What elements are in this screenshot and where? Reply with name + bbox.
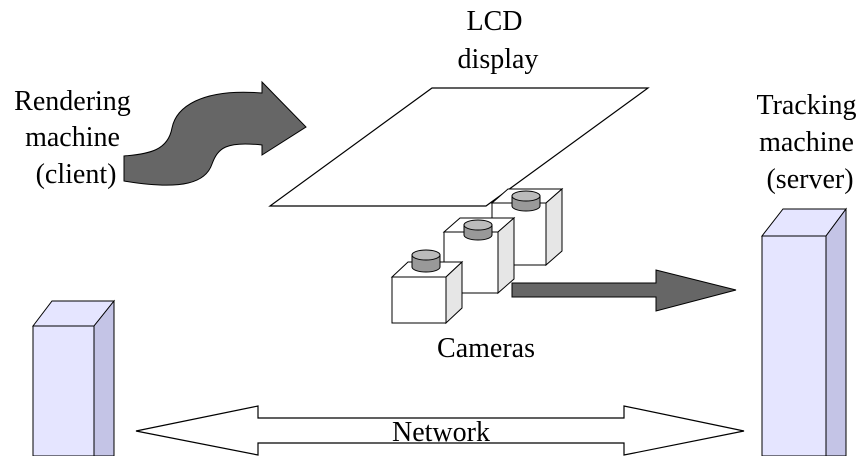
camera-lens-icon xyxy=(411,249,441,273)
camera-lens-icon xyxy=(463,219,493,241)
cameras-to-tracker-arrow xyxy=(511,269,737,312)
lcd-display-label: LCD display xyxy=(458,6,539,75)
network-label: Network xyxy=(392,417,490,448)
rendering-machine-label: Rendering machine (client) xyxy=(14,86,138,190)
tracking-machine-label: Tracking machine (server) xyxy=(756,90,863,195)
render-to-display-arrow xyxy=(123,80,307,186)
lcd-display-panel xyxy=(268,87,650,207)
camera-lens-icon xyxy=(511,190,541,212)
tracking-machine-box xyxy=(760,207,847,457)
rendering-machine-box xyxy=(31,299,116,457)
camera-front xyxy=(390,249,464,325)
cameras-label: Cameras xyxy=(437,333,535,364)
network-double-arrow xyxy=(135,405,745,456)
